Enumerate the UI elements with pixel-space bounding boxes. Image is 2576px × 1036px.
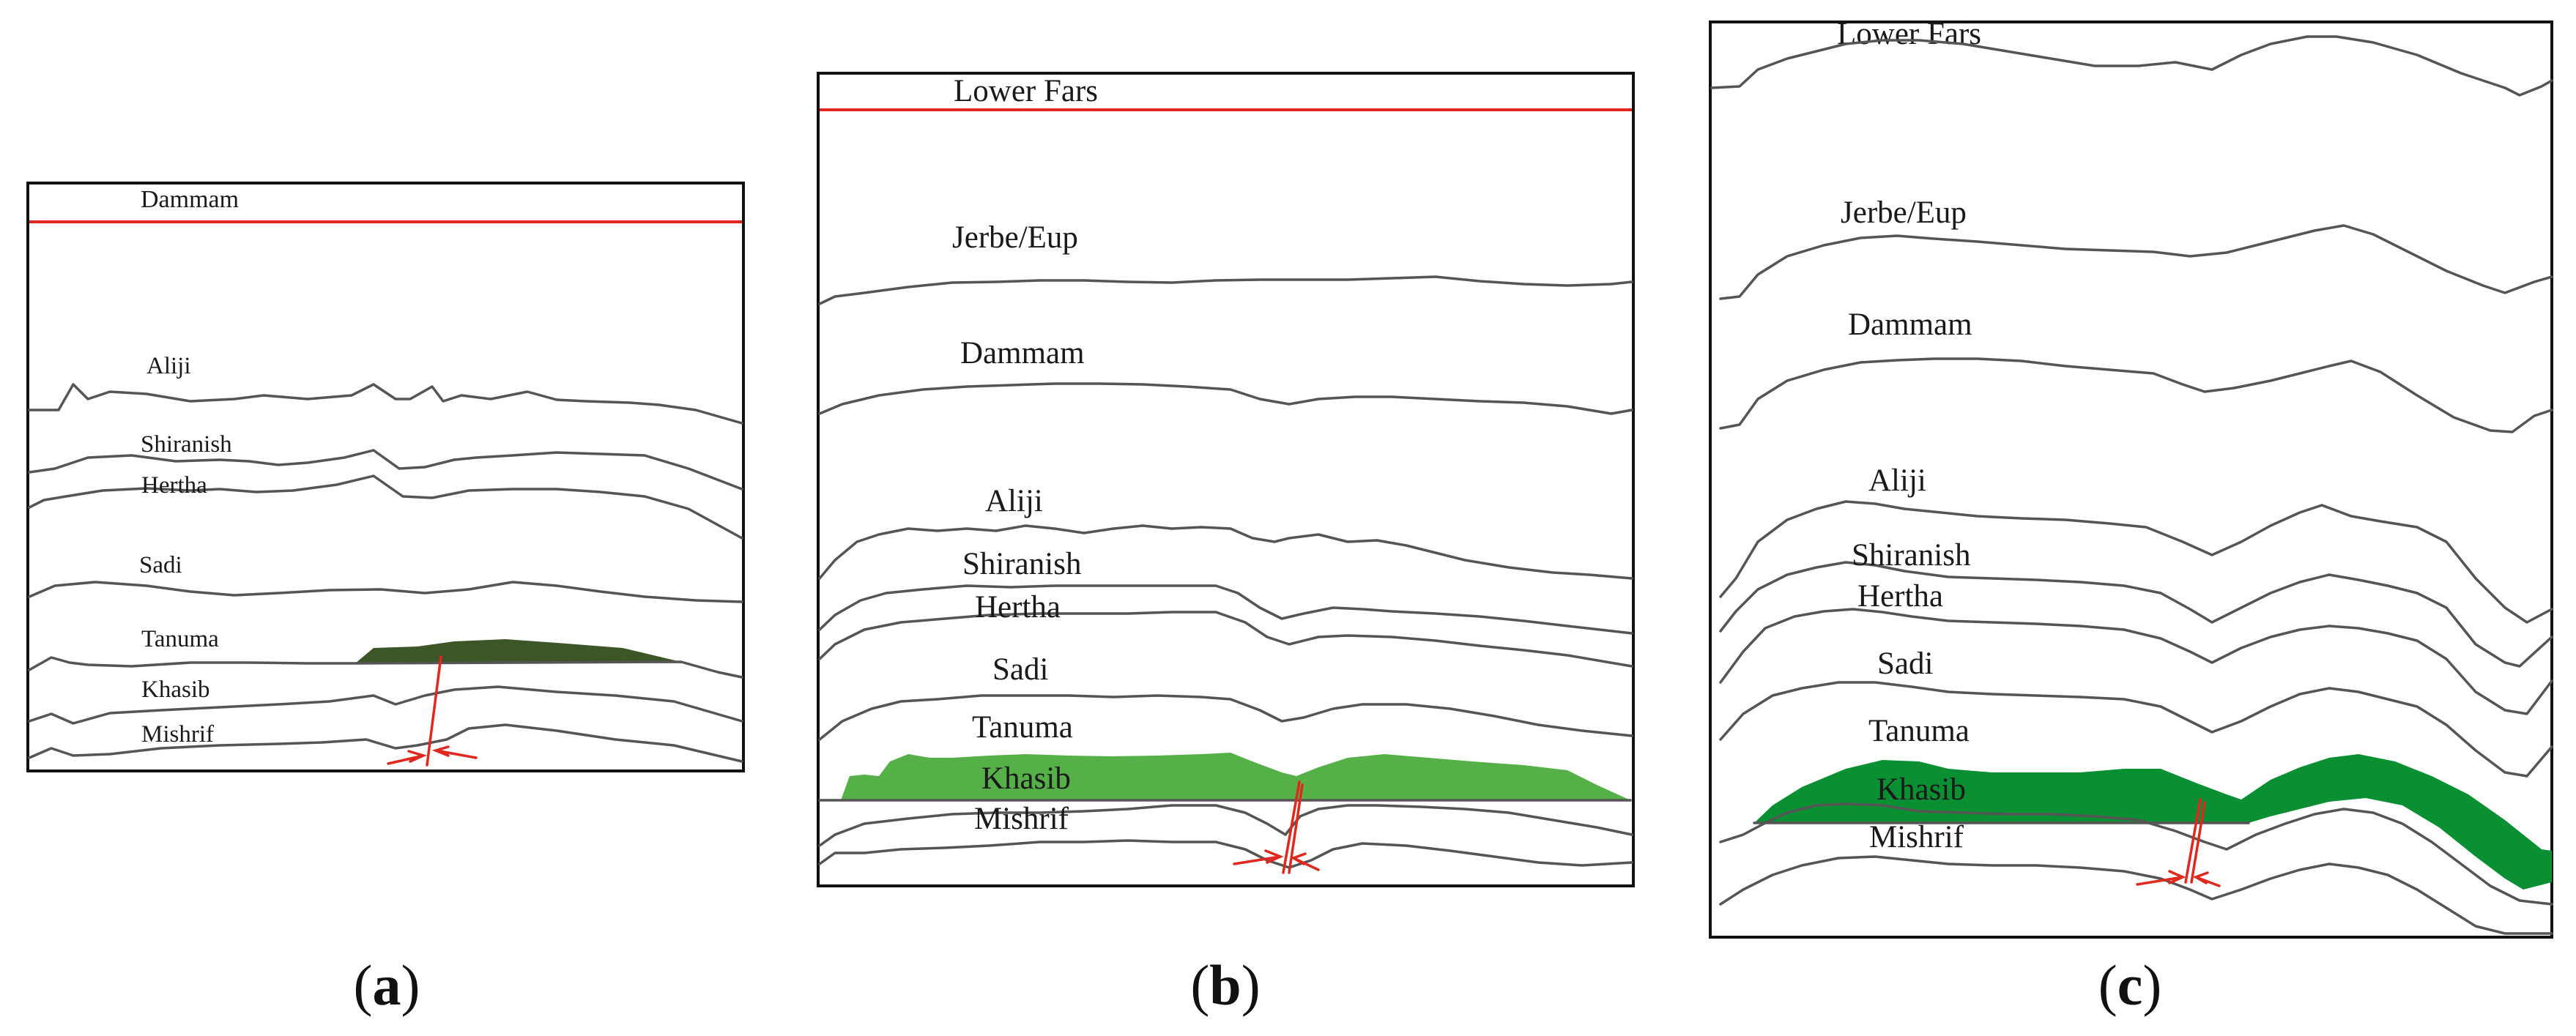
panel-b-label-hertha: Hertha bbox=[975, 590, 1061, 625]
panel-c-horizon-sadi bbox=[1719, 681, 2553, 778]
panel-c-reference-label: Lower Fars bbox=[1837, 17, 1981, 51]
panel-c-label-aliji: Aliji bbox=[1868, 463, 1926, 498]
panel-b-label-sadi: Sadi bbox=[992, 652, 1049, 687]
panel-b-horizon-shiranish bbox=[818, 584, 1633, 635]
panel-b-caption: (b) bbox=[1190, 953, 1260, 1017]
panel-c-horizon-shiranish bbox=[1719, 561, 2553, 668]
panel-c-label-tanuma: Tanuma bbox=[1868, 714, 1970, 748]
panel-a-label-aliji: Aliji bbox=[146, 353, 191, 379]
panel-a-horizon-sadi bbox=[28, 581, 743, 603]
panel-b-horizon-aliji bbox=[818, 524, 1633, 580]
panel-c-label-dammam: Dammam bbox=[1848, 308, 1972, 342]
panel-b-label-tanuma: Tanuma bbox=[972, 710, 1073, 745]
panel-b-reservoir-body bbox=[841, 753, 1630, 800]
panel-b-label-khasib: Khasib bbox=[981, 761, 1071, 796]
panel-c-label-shiranish: Shiranish bbox=[1852, 538, 1970, 573]
panel-c-horizon-khasib bbox=[1719, 802, 2553, 906]
panel-a-fault-arrow-right bbox=[431, 745, 478, 759]
panel-a-label-hertha: Hertha bbox=[141, 472, 207, 499]
panel-a-label-shiranish: Shiranish bbox=[141, 431, 232, 458]
panel-b-label-shiranish: Shiranish bbox=[962, 547, 1081, 581]
panel-c-label-sadi: Sadi bbox=[1877, 646, 1934, 681]
panel-c-horizon-dammam bbox=[1719, 357, 2553, 433]
panel-b-fault-arrow-right bbox=[1290, 852, 1320, 871]
panel-b-reference-label: Lower Fars bbox=[954, 74, 1098, 108]
panel-a-label-tanuma: Tanuma bbox=[141, 626, 219, 652]
panel-a-horizon-mishrif bbox=[28, 723, 743, 763]
panel-b-horizon-khasib bbox=[818, 804, 1633, 847]
panel-a-label-khasib: Khasib bbox=[141, 677, 210, 703]
panel-a-horizon-khasib bbox=[28, 685, 743, 725]
panel-b-label-dammam: Dammam bbox=[960, 336, 1085, 370]
panel-b-horizon-hertha bbox=[818, 611, 1633, 668]
panel-b-horizon-jerbe-eup bbox=[818, 275, 1633, 305]
panel-a-caption: (a) bbox=[354, 953, 420, 1017]
panel-b-label-jerbe-eup: Jerbe/Eup bbox=[952, 220, 1078, 255]
panel-a-fault bbox=[426, 655, 442, 767]
panel-a-label-mishrif: Mishrif bbox=[141, 721, 214, 748]
panel-c-horizon-jerbe-eup bbox=[1719, 224, 2553, 300]
panel-a-reservoir-body bbox=[355, 639, 681, 663]
panel-b-label-mishrif: Mishrif bbox=[974, 802, 1069, 836]
panel-c-fault bbox=[2184, 798, 2206, 884]
panel-b: Lower Fars Jerbe/Eup Dammam Aliji Shiran… bbox=[817, 72, 1635, 1017]
panel-b-fault-arrow-left bbox=[1233, 849, 1284, 865]
panel-c-fault-arrow-right bbox=[2192, 871, 2221, 887]
panel-b-horizon-mishrif bbox=[818, 839, 1633, 869]
panel-a-horizon-hertha bbox=[28, 474, 743, 540]
panel-c-label-khasib: Khasib bbox=[1877, 772, 1966, 807]
panel-c-fault-arrow-left bbox=[2136, 870, 2186, 886]
panel-c-label-mishrif: Mishrif bbox=[1869, 820, 1964, 854]
panel-c-label-hertha: Hertha bbox=[1857, 579, 1943, 614]
panel-a-frame bbox=[26, 182, 745, 772]
panel-b-frame bbox=[817, 72, 1635, 887]
panel-c-horizon-hertha bbox=[1719, 608, 2553, 715]
panel-a-horizon-shiranish bbox=[28, 449, 743, 491]
panel-b-horizon-dammam bbox=[818, 382, 1633, 415]
panel-c-horizon-mishrif bbox=[1719, 855, 2553, 935]
panel-a-fault-arrow-left bbox=[387, 750, 428, 765]
panel-b-label-aliji: Aliji bbox=[985, 484, 1043, 518]
panel-a: Dammam Aliji Shiranish Hertha Sadi Tanum… bbox=[26, 182, 745, 1017]
panel-a-label-sadi: Sadi bbox=[139, 552, 182, 578]
panel-c-horizon-aliji bbox=[1719, 500, 2553, 624]
panel-a-horizon-aliji bbox=[28, 383, 743, 425]
panel-c: Lower Fars Jerbe/Eup Dammam Aliji Shiran… bbox=[1709, 17, 2553, 1017]
panel-c-horizon-lower-fars bbox=[1710, 35, 2553, 97]
panel-b-horizon-sadi bbox=[818, 694, 1633, 741]
panel-a-horizon-tanuma bbox=[28, 656, 743, 679]
panel-a-reference-label: Dammam bbox=[141, 186, 239, 213]
panel-c-caption: (c) bbox=[2098, 953, 2162, 1017]
panel-c-label-jerbe-eup: Jerbe/Eup bbox=[1841, 195, 1967, 230]
